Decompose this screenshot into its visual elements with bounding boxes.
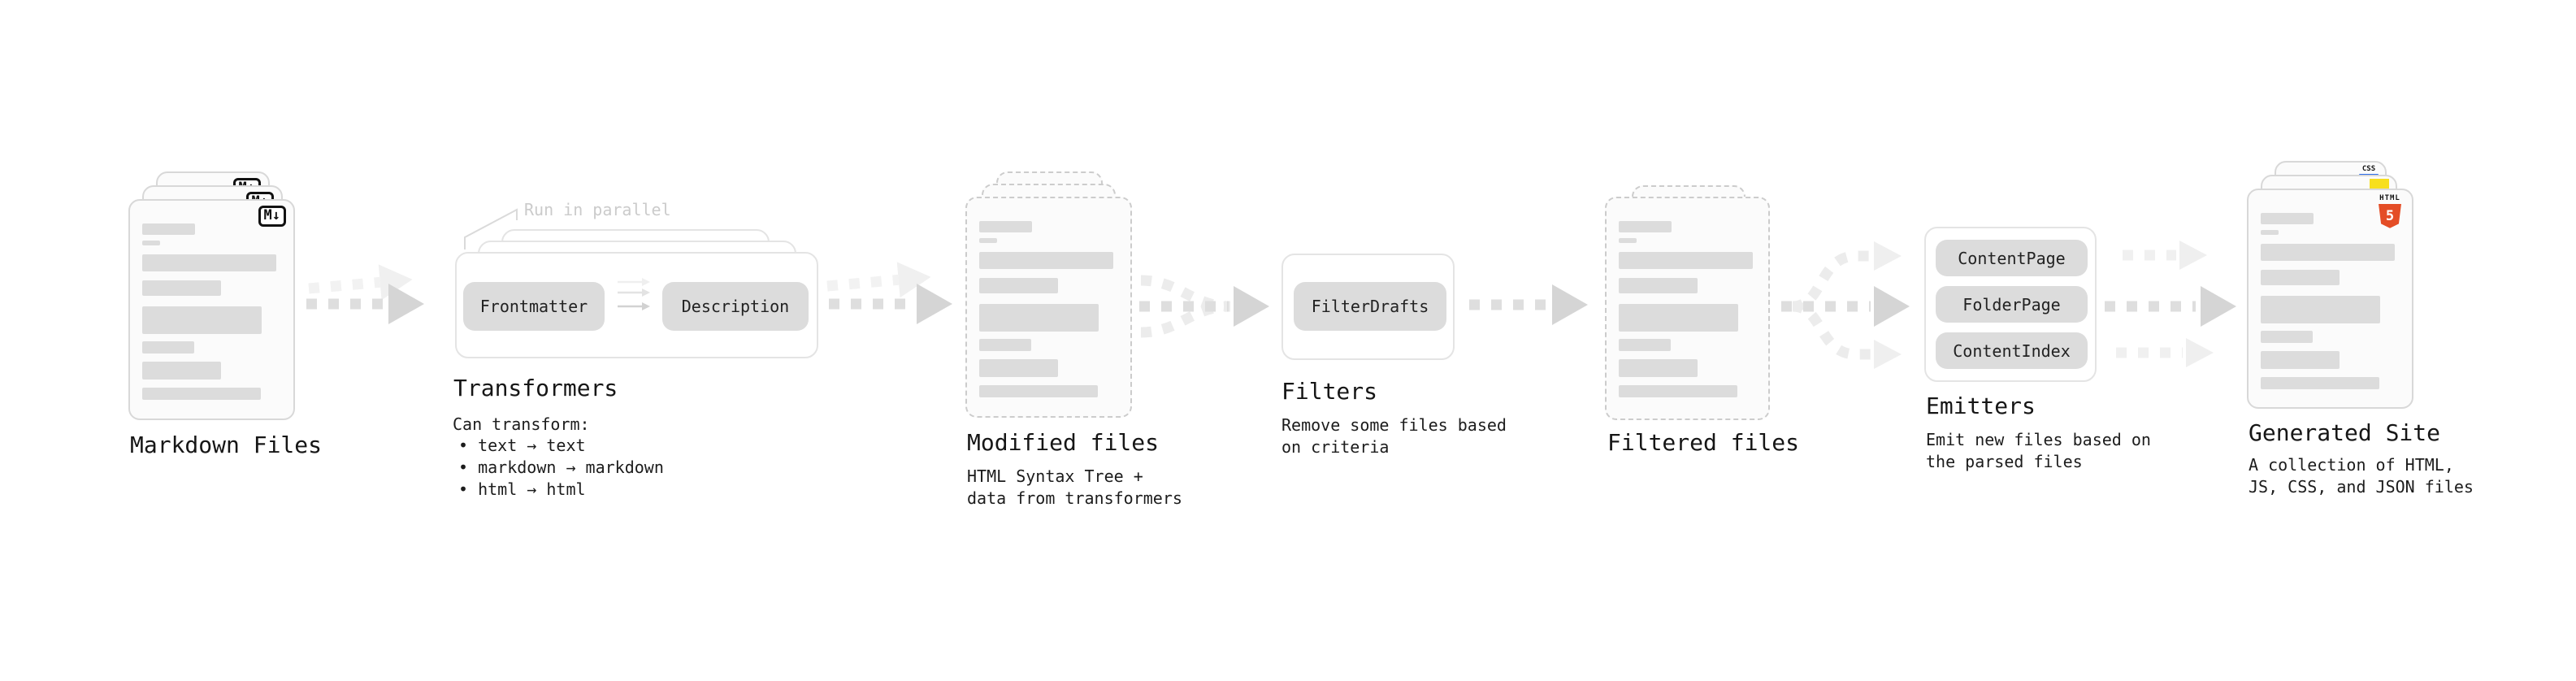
transformers-description-title: Can transform: — [453, 414, 590, 434]
modified-files-description: HTML Syntax Tree + data from transformer… — [967, 466, 1182, 508]
doc-skeleton-lines — [130, 201, 293, 400]
emitter-pill-folderpage: FolderPage — [1936, 286, 2088, 323]
transformer-bullet: • html → html — [458, 479, 586, 499]
description-pill: Description — [662, 282, 809, 331]
markdown-icon: M↓ — [258, 206, 286, 227]
arrow-markdown-to-transformers — [306, 264, 424, 324]
filtered-files-label: Filtered files — [1607, 429, 1800, 456]
modified-files-label: Modified files — [967, 429, 1160, 456]
emitter-pill-contentpage: ContentPage — [1936, 240, 2088, 276]
run-in-parallel-connector — [464, 208, 518, 249]
emitter-pill-contentindex: ContentIndex — [1936, 332, 2088, 369]
transform-mini-arrows — [618, 278, 650, 310]
arrow-transformers-to-modified — [826, 262, 952, 324]
modified-file-front — [965, 197, 1132, 418]
doc-skeleton-lines — [2249, 190, 2412, 389]
filtered-file-front — [1605, 197, 1770, 420]
frontmatter-pill: Frontmatter — [463, 282, 605, 331]
doc-skeleton-lines — [967, 198, 1130, 397]
doc-skeleton-lines — [1607, 198, 1768, 397]
filters-description: Remove some files based on criteria — [1281, 415, 1507, 457]
emitters-description: Emit new files based on the parsed files — [1926, 430, 2151, 471]
transformers-label: Transformers — [453, 375, 618, 401]
arrow-filtered-to-emitters — [1781, 241, 1910, 369]
generated-site-label: Generated Site — [2249, 419, 2441, 446]
js-badge-icon — [2370, 179, 2389, 189]
arrow-filters-to-filtered — [1469, 284, 1588, 325]
html5-badge-icon: HTML 5 — [2377, 194, 2403, 228]
run-in-parallel-note: Run in parallel — [524, 200, 671, 219]
filters-box: FilterDrafts — [1281, 254, 1455, 360]
filterdrafts-pill: FilterDrafts — [1294, 282, 1446, 331]
emitters-box: ContentPage FolderPage ContentIndex — [1924, 227, 2097, 382]
emitters-label: Emitters — [1926, 393, 2036, 419]
markdown-file-front: M↓ — [128, 199, 295, 420]
arrow-emitters-to-generated — [2105, 241, 2236, 367]
filters-label: Filters — [1281, 378, 1378, 405]
markdown-files-label: Markdown Files — [130, 432, 323, 458]
transformer-bullet: • markdown → markdown — [458, 458, 664, 477]
generated-site-description: A collection of HTML, JS, CSS, and JSON … — [2249, 455, 2474, 497]
transformers-bullet-list: • text → text • markdown → markdown • ht… — [458, 435, 664, 501]
transformer-container-front: Frontmatter Description — [455, 252, 818, 358]
arrow-modified-to-filters — [1139, 275, 1269, 338]
generated-file-html: HTML 5 — [2247, 189, 2413, 409]
transformer-bullet: • text → text — [458, 436, 586, 455]
